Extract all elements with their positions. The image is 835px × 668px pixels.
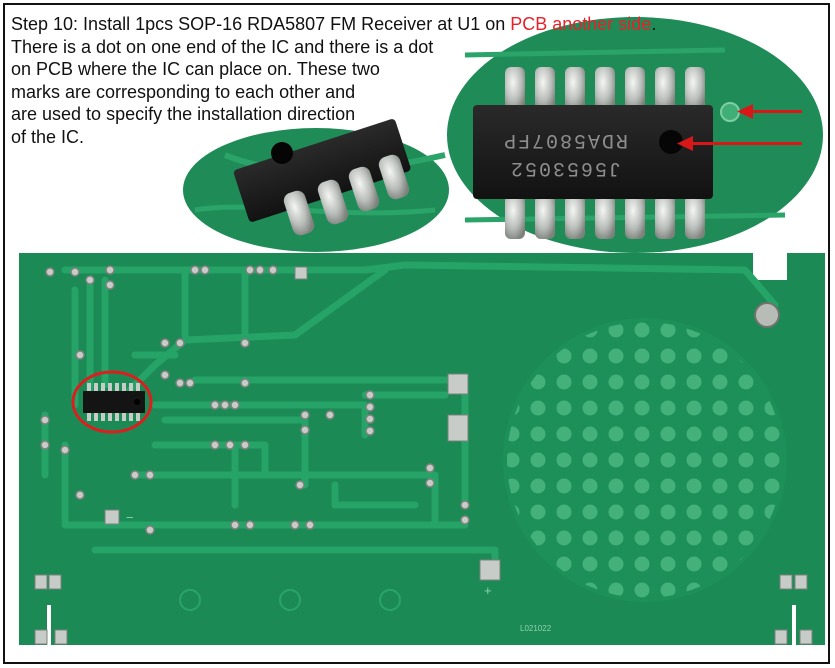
- zoom-right: J5653052 RDA5807FP: [447, 17, 823, 253]
- plus-label: +: [484, 583, 492, 598]
- pin1-dot-chip: [659, 130, 683, 154]
- board-code: L021022: [520, 624, 552, 633]
- pcb-traces: [41, 261, 779, 569]
- instruction-line-2: There is a dot on one end of the IC and …: [11, 36, 434, 57]
- chip-marking-line1: J5653052: [509, 156, 621, 179]
- pcb-illustration: J5653052 RDA5807FP: [19, 17, 825, 645]
- instruction-line-3: on PCB where the IC can place on. These …: [11, 59, 380, 79]
- u1-footprint: [83, 383, 145, 421]
- smd-pads: [34, 266, 813, 645]
- vias: [40, 265, 470, 535]
- instruction-text: Step 10: Install 1pcs SOP-16 RDA5807 FM …: [11, 13, 811, 148]
- zoom-left: [183, 119, 449, 252]
- instruction-line-5: are used to specify the installation dir…: [11, 104, 356, 124]
- highlight-text: PCB another side: [510, 14, 652, 34]
- figure-frame: Step 10: Install 1pcs SOP-16 RDA5807 FM …: [3, 3, 830, 664]
- ic-chip: [473, 105, 713, 199]
- step-title-end: .: [651, 14, 657, 34]
- pcb-board: − + L021022: [19, 253, 825, 645]
- instruction-line-4: marks are corresponding to each other an…: [11, 81, 356, 102]
- step-title: Step 10: Install 1pcs SOP-16 RDA5807 FM …: [11, 14, 511, 34]
- minus-label: −: [126, 510, 134, 525]
- speaker-holes: [503, 318, 787, 602]
- arrow-icon: [677, 104, 802, 151]
- highlight-circle: [71, 370, 153, 434]
- instruction-line-1: Step 10: Install 1pcs SOP-16 RDA5807 FM …: [11, 13, 811, 36]
- chip-marking-line2: RDA5807FP: [502, 128, 628, 151]
- mounting-marks: [179, 589, 401, 611]
- instruction-line-6: of the IC.: [11, 126, 85, 147]
